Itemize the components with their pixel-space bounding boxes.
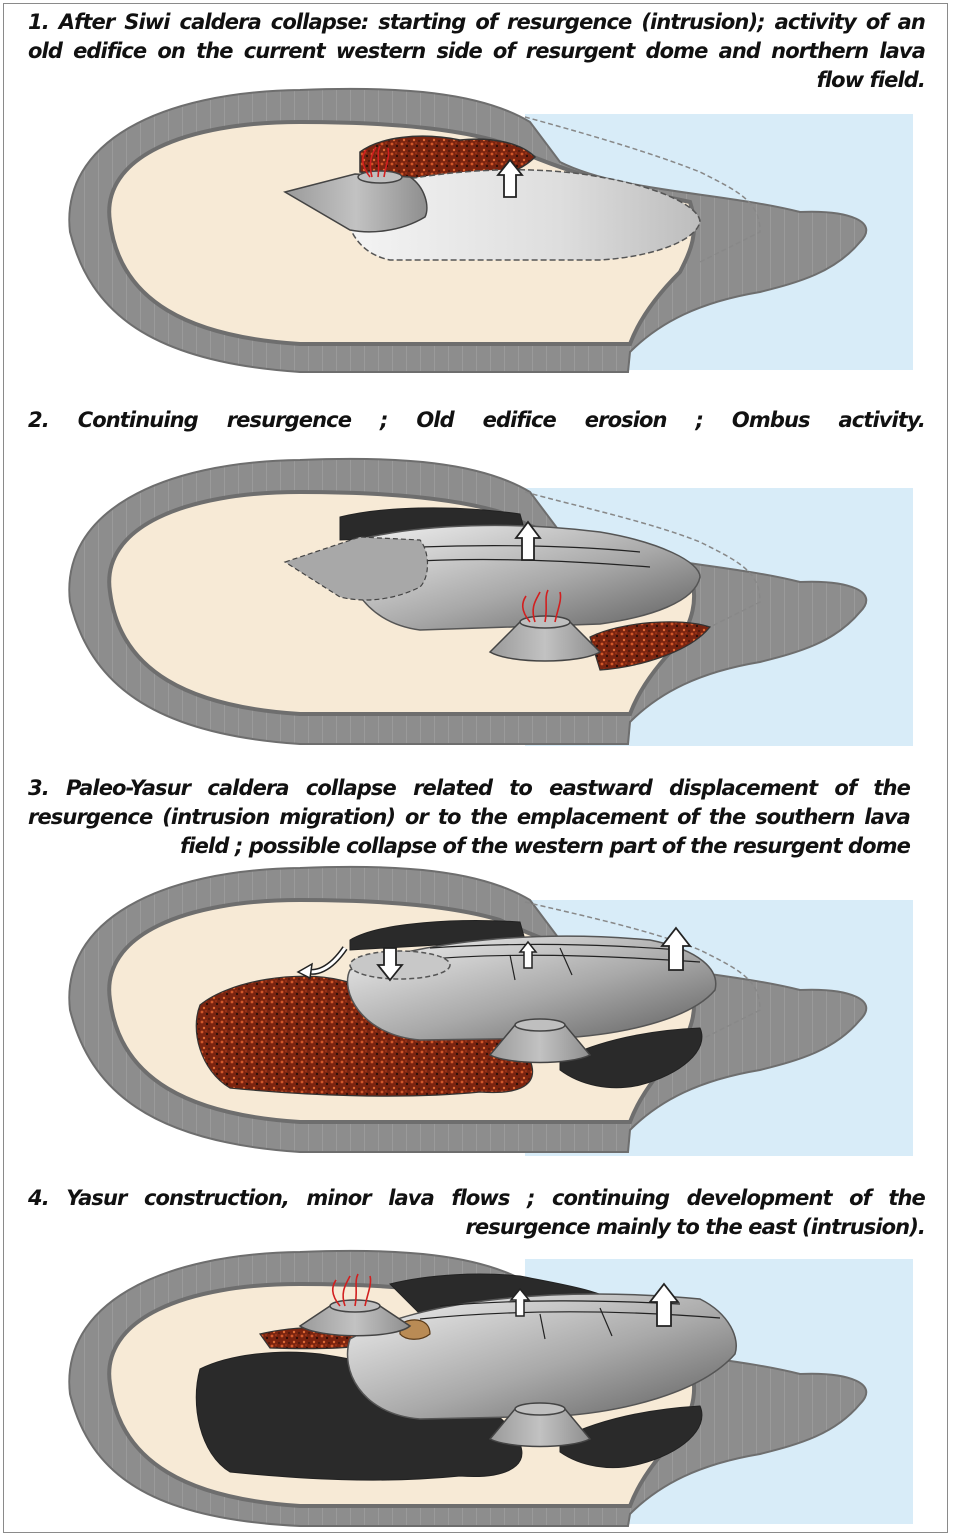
caption-word: of — [834, 774, 856, 803]
caption-word: or — [405, 803, 428, 832]
caption-word: eastward — [549, 774, 652, 803]
caption-word: Yasur — [66, 1184, 126, 1213]
caption-line: 2. Continuing resurgence ; Old edifice e… — [28, 406, 925, 435]
caption-word: Paleo-Yasur — [66, 774, 190, 803]
caption-word: displacement — [669, 774, 817, 803]
caption-word: the — [470, 803, 507, 832]
caption-line: 4. Yasur construction, minor lava flows; conti… — [28, 1184, 925, 1213]
caption-word: to — [509, 774, 532, 803]
stage-2-diagram — [0, 452, 953, 752]
caption-word: migration) — [279, 803, 395, 832]
caption-word: flows — [451, 1184, 509, 1213]
caption-word: the — [888, 1184, 925, 1213]
caption-word: Old — [416, 406, 453, 435]
caption-word: activity. — [839, 406, 925, 435]
caption-word: Siwi — [124, 8, 169, 37]
stage-4-caption: 4. Yasur construction, minor lava flows; conti… — [28, 1184, 925, 1242]
caption-word: southern — [755, 803, 854, 832]
caption-word: the — [709, 803, 746, 832]
caption-word: the — [196, 37, 233, 66]
caption-word: (intrusion); — [641, 8, 764, 37]
caption-word: resurgence — [227, 406, 351, 435]
caption-word: Ombus — [732, 406, 810, 435]
caption-word: Continuing — [78, 406, 198, 435]
caption-word: caldera — [180, 8, 261, 37]
caption-word: development — [687, 1184, 832, 1213]
caption-word: 1. — [28, 8, 49, 37]
caption-word: resurgence — [507, 8, 631, 37]
caption-word: erosion — [585, 406, 667, 435]
caption-word: of — [866, 8, 888, 37]
caption-word: of — [475, 8, 497, 37]
caption-word: of — [677, 803, 699, 832]
caption-word: emplacement — [517, 803, 667, 832]
caption-word: edifice — [483, 406, 556, 435]
stage-1-diagram — [0, 82, 953, 382]
caption-word: After — [59, 8, 115, 37]
caption-word: western — [336, 37, 425, 66]
caption-word: side — [436, 37, 481, 66]
caption-word: to — [438, 803, 461, 832]
caption-word: northern — [771, 37, 868, 66]
caption-word: on — [157, 37, 185, 66]
caption-word: (intrusion — [162, 803, 269, 832]
caption-word: collapse — [306, 774, 396, 803]
stage-3-diagram — [0, 860, 953, 1160]
caption-word: related — [413, 774, 492, 803]
caption-word: edifice — [73, 37, 146, 66]
caption-line: field ; possible collapse of the western… — [28, 832, 910, 861]
caption-word: ; — [695, 406, 703, 435]
caption-word: construction, — [144, 1184, 289, 1213]
stage-4-diagram — [0, 1244, 953, 1534]
caption-word: resurgence — [28, 803, 152, 832]
caption-word: old — [28, 37, 62, 66]
caption-word: caldera — [207, 774, 288, 803]
caption-word: ; — [380, 406, 388, 435]
caption-word: minor — [306, 1184, 370, 1213]
caption-word: 2. — [28, 406, 49, 435]
caption-word: lava — [864, 803, 910, 832]
caption-word: an — [898, 8, 925, 37]
caption-line: resurgence mainly to the east (intrusion… — [28, 1213, 925, 1242]
caption-word: resurgent — [526, 37, 635, 66]
caption-word: dome — [645, 37, 707, 66]
caption-word: of — [849, 1184, 871, 1213]
caption-word: 4. — [28, 1184, 49, 1213]
caption-word: and — [719, 37, 760, 66]
caption-word: of — [493, 37, 515, 66]
caption-word: current — [244, 37, 325, 66]
caption-word: collapse: — [271, 8, 369, 37]
caption-word: continuing — [552, 1184, 669, 1213]
caption-word: ; — [527, 1184, 535, 1213]
caption-word: the — [873, 774, 910, 803]
caption-word: activity — [775, 8, 856, 37]
caption-word: lava — [388, 1184, 434, 1213]
caption-word: lava — [879, 37, 925, 66]
caption-word: 3. — [28, 774, 49, 803]
caption-word: starting — [378, 8, 465, 37]
stage-2-caption: 2. Continuing resurgence ; Old edifice e… — [28, 406, 925, 435]
